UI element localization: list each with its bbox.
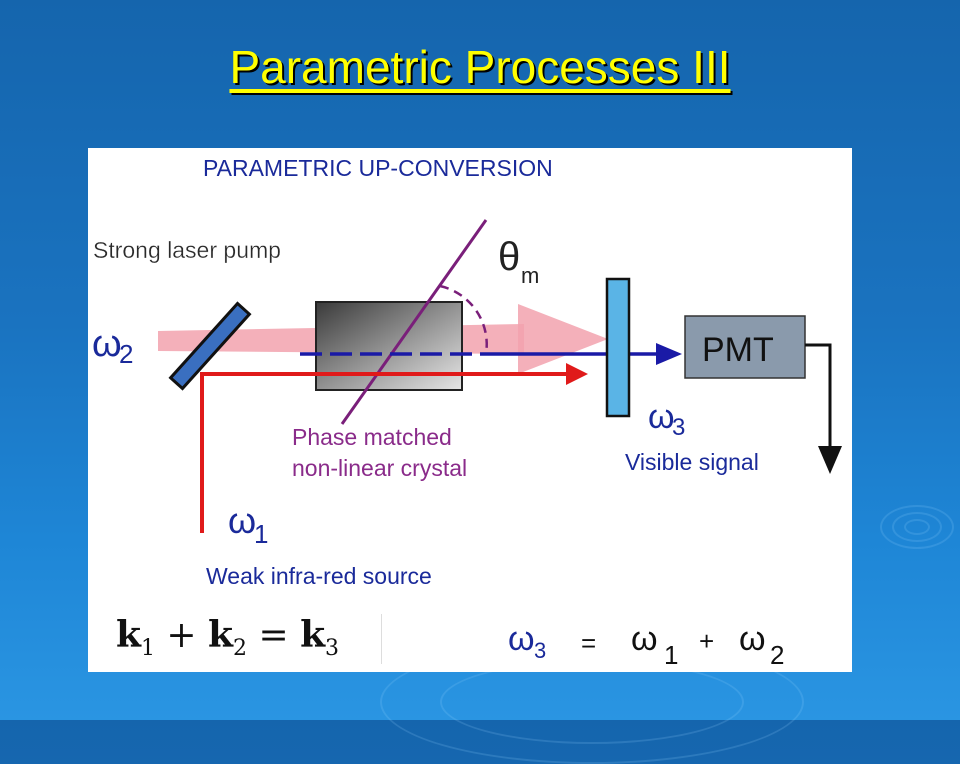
svg-text:3: 3: [534, 638, 546, 663]
k2-subscript: 2: [232, 636, 247, 662]
pmt-output-arrowhead: [818, 446, 842, 474]
k3-symbol: k: [300, 614, 326, 656]
infrared-beam: [200, 372, 580, 533]
omega2-subscript: 2: [119, 339, 133, 369]
equals-sign: =: [258, 615, 289, 656]
svg-text:ω: ω: [508, 620, 535, 658]
ripple-decoration: [892, 512, 942, 542]
signal-beam-arrowhead: [656, 343, 682, 365]
pump-beam-arrowhead: [518, 304, 608, 374]
ripple-decoration: [440, 660, 744, 744]
energy-conservation-equation: ω 3 = ω 1 + ω 2: [508, 620, 784, 670]
omega2-symbol: ω: [92, 323, 122, 365]
pmt-label: PMT: [702, 331, 774, 369]
signal-label: Visible signal: [625, 449, 759, 475]
pump-label: Strong laser pump: [93, 237, 281, 263]
svg-text:2: 2: [770, 640, 784, 670]
filter-plate: [605, 277, 631, 418]
infrared-beam-arrowhead: [566, 363, 588, 385]
theta-subscript: m: [521, 263, 539, 288]
plus-sign: +: [166, 615, 197, 656]
beam-combiner-mirror: [168, 301, 252, 391]
ripple-decoration: [880, 505, 954, 549]
source-label: Weak infra-red source: [206, 563, 432, 589]
svg-text:ω: ω: [739, 620, 766, 658]
k3-subscript: 3: [325, 636, 340, 662]
ripple-decoration: [904, 519, 930, 535]
theta-symbol: θ: [498, 235, 520, 279]
pmt-output-line: [805, 343, 832, 448]
svg-text:1: 1: [664, 640, 678, 670]
phase-match-angle-arc: [439, 284, 488, 355]
pmt-detector: [684, 315, 806, 379]
crystal-axis-line: [340, 219, 488, 425]
nonlinear-crystal: [315, 301, 463, 391]
slide-title: Parametric Processes III: [229, 41, 731, 93]
k1-symbol: k: [116, 614, 141, 656]
svg-text:=: =: [581, 628, 596, 658]
omega1-subscript: 1: [254, 519, 268, 549]
omega1-symbol: ω: [228, 500, 256, 541]
up-conversion-diagram: PARAMETRIC UP-CONVERSION Strong laser pu…: [92, 155, 842, 670]
svg-text:+: +: [699, 626, 714, 656]
svg-text:ω: ω: [631, 620, 658, 658]
crystal-label-line1: Phase matched: [292, 424, 452, 450]
crystal-label-line2: non-linear crystal: [292, 455, 467, 481]
k1-subscript: 1: [140, 636, 155, 662]
omega3-subscript: 3: [672, 414, 685, 441]
k2-symbol: k: [208, 614, 233, 656]
diagram-heading: PARAMETRIC UP-CONVERSION: [203, 155, 553, 181]
momentum-conservation-equation: k1 + k2 = k3: [116, 614, 382, 664]
omega3-symbol: ω: [648, 398, 675, 436]
diagram-panel: PARAMETRIC UP-CONVERSION Strong laser pu…: [88, 148, 852, 672]
